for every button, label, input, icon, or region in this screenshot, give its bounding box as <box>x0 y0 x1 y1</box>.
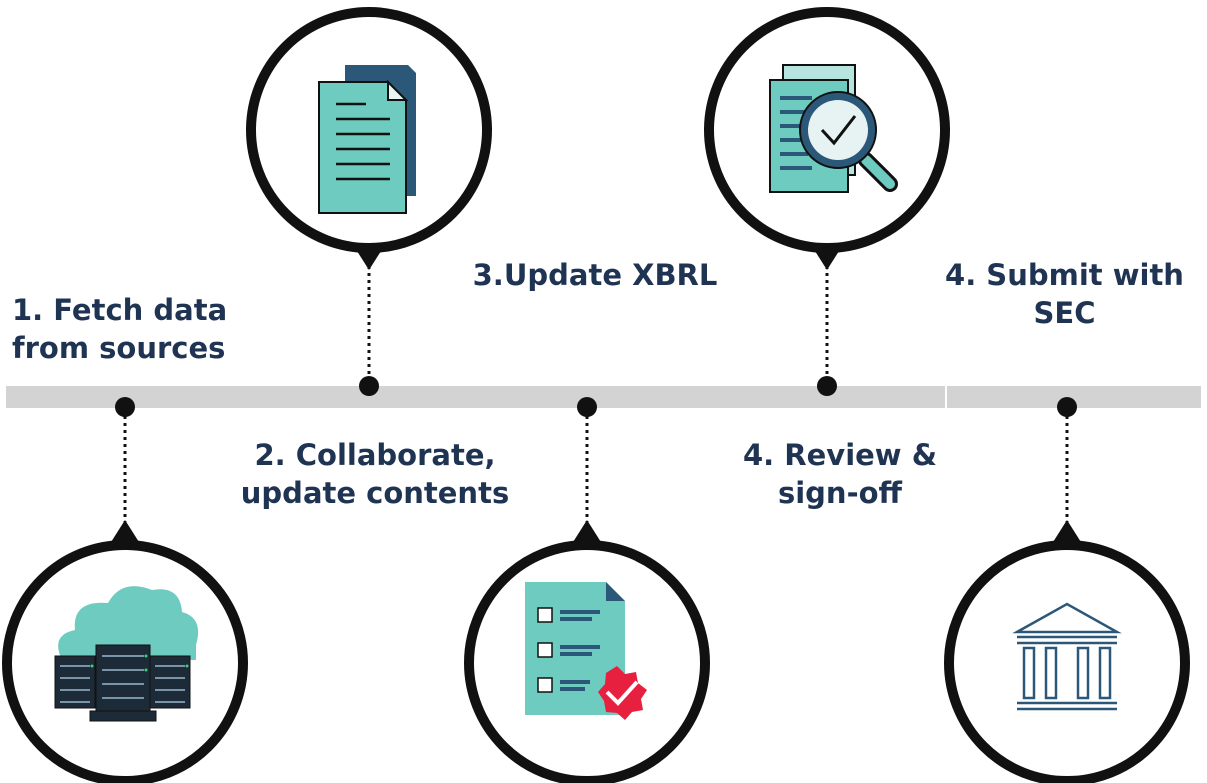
document-icon <box>318 65 416 214</box>
step-label-review-line2: sign-off <box>777 475 903 510</box>
step-label-collaborate-line2: update contents <box>240 475 510 510</box>
magnifier-check-icon <box>769 64 898 193</box>
cloud-server-icon <box>54 586 199 722</box>
step-label-submit-line2: SEC <box>1033 295 1096 330</box>
step-label-fetch: 1. Fetch data from sources <box>12 292 227 367</box>
step-submit-marker <box>944 397 1190 783</box>
step-label-collaborate-line1: 2. Collaborate, <box>254 438 496 472</box>
timeline-bar <box>6 386 1201 408</box>
step-label-submit: 4. Submit with SEC <box>922 257 1207 332</box>
step-label-fetch-line1: 1. Fetch data <box>12 293 228 327</box>
checklist-badge-icon <box>525 582 647 720</box>
step-label-submit-line1: 4. Submit with <box>945 258 1184 292</box>
step-label-fetch-line2: from sources <box>12 330 226 365</box>
step-label-review-line1: 4. Review & <box>743 438 937 472</box>
step-label-xbrl: 3.Update XBRL <box>440 257 750 295</box>
step-label-xbrl-line1: 3.Update XBRL <box>472 258 718 292</box>
bank-icon <box>1012 602 1122 711</box>
step-label-review: 4. Review & sign-off <box>705 437 975 512</box>
step-label-collaborate: 2. Collaborate, update contents <box>215 437 535 512</box>
